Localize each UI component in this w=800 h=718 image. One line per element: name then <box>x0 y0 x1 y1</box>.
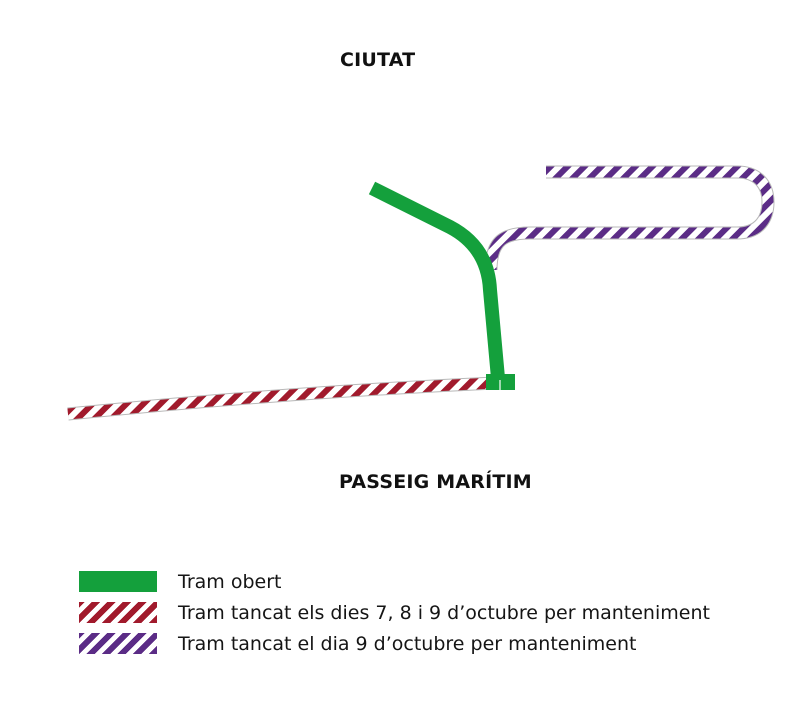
legend-label: Tram obert <box>178 570 282 593</box>
legend-swatch-green <box>79 571 157 592</box>
legend-label: Tram tancat el dia 9 d’octubre per mante… <box>178 632 637 655</box>
legend-item-closed-7-8-9: Tram tancat els dies 7, 8 i 9 d’octubre … <box>79 597 779 628</box>
segment-closed-7-8-9 <box>67 376 496 421</box>
legend-swatch-purple-striped <box>79 633 157 654</box>
legend: Tram obert Tram tancat els dies 7, 8 i 9… <box>79 566 779 659</box>
segment-closed-9 <box>484 165 775 271</box>
label-passeig-maritim: PASSEIG MARÍTIM <box>339 471 532 493</box>
legend-item-closed-9: Tram tancat el dia 9 d’octubre per mante… <box>79 628 779 659</box>
legend-label: Tram tancat els dies 7, 8 i 9 d’octubre … <box>178 601 710 624</box>
segment-open <box>368 181 515 390</box>
legend-item-open: Tram obert <box>79 566 779 597</box>
label-ciutat: CIUTAT <box>340 49 416 71</box>
legend-swatch-red-striped <box>79 602 157 623</box>
